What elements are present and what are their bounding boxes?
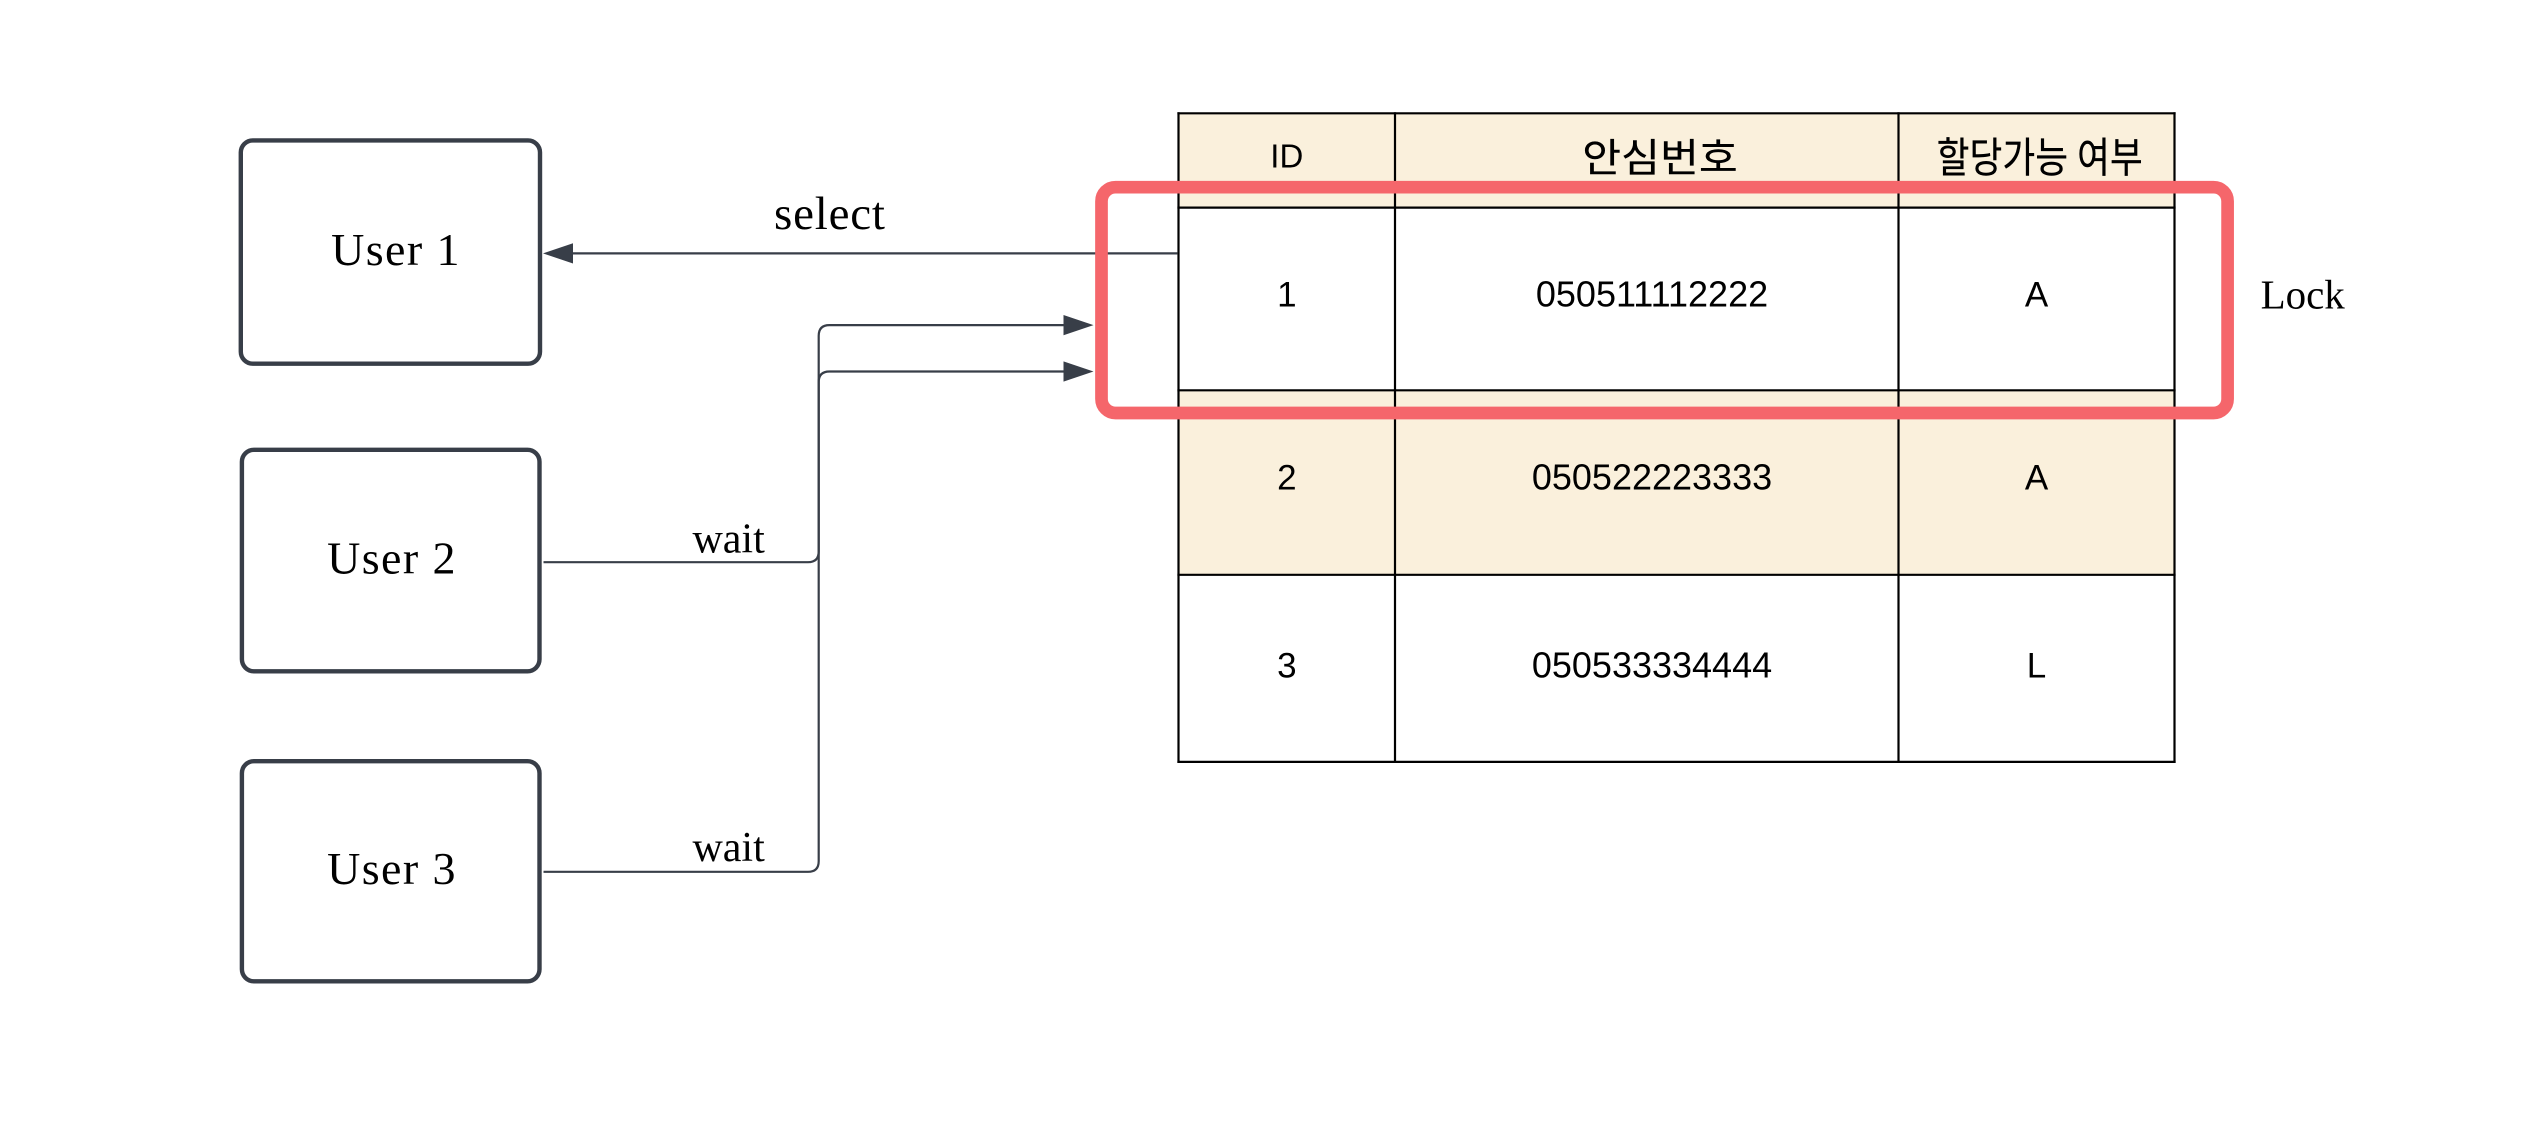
svg-text:User 1: User 1 bbox=[331, 224, 461, 275]
svg-text:wait: wait bbox=[692, 825, 765, 871]
svg-text:3: 3 bbox=[1277, 647, 1296, 686]
svg-text:ID: ID bbox=[1270, 138, 1303, 175]
svg-text:select: select bbox=[774, 188, 886, 240]
svg-text:050511112222: 050511112222 bbox=[1536, 273, 1768, 314]
svg-text:A: A bbox=[2025, 275, 2049, 314]
svg-text:A: A bbox=[2025, 459, 2049, 498]
svg-text:050533334444: 050533334444 bbox=[1532, 645, 1772, 686]
svg-text:1: 1 bbox=[1277, 275, 1296, 314]
svg-text:2: 2 bbox=[1277, 459, 1296, 498]
svg-text:User 3: User 3 bbox=[327, 843, 457, 894]
svg-text:wait: wait bbox=[692, 516, 765, 562]
svg-text:User 2: User 2 bbox=[327, 532, 457, 583]
svg-text:L: L bbox=[2027, 647, 2046, 686]
svg-text:Lock: Lock bbox=[2261, 272, 2346, 318]
svg-text:050522223333: 050522223333 bbox=[1532, 457, 1772, 498]
